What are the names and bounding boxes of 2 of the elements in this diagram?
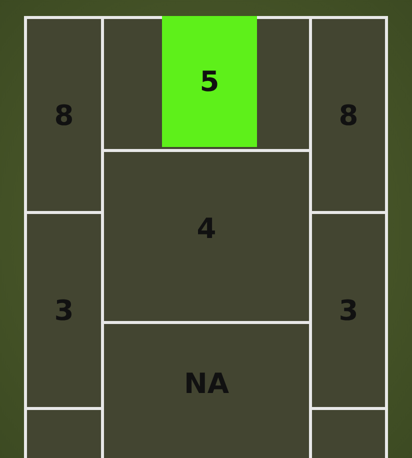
- court-zone: [162, 16, 257, 147]
- zone-number: 5: [200, 65, 220, 98]
